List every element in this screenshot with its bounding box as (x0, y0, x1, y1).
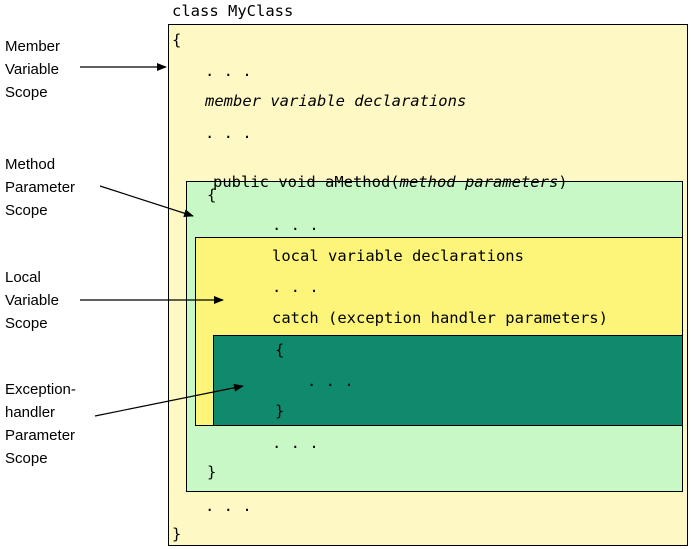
class-close-brace: } (172, 525, 182, 543)
method-parameter-scope-label: Method Parameter Scope (5, 156, 76, 219)
class-open-brace: { (172, 31, 182, 49)
class-ellipsis: . . . (205, 497, 252, 515)
method-signature-suffix: ) (558, 173, 568, 191)
method-signature-prefix: public void aMethod( (213, 173, 400, 191)
method-open-brace: { (207, 186, 217, 204)
member-ellipsis-1: . . . (205, 62, 252, 80)
local-variable-declarations: local variable declarations (272, 247, 524, 265)
method-ellipsis-1: . . . (272, 216, 319, 234)
exception-handler-scope-label: Exception- handler Parameter Scope (5, 381, 76, 467)
member-variable-scope-label: Member Variable Scope (5, 38, 61, 101)
catch-open-brace: { (275, 341, 285, 359)
catch-ellipsis: . . . (307, 372, 354, 390)
member-variable-declarations: member variable declarations (205, 92, 467, 110)
method-signature: public void aMethod(method parameters) (205, 156, 568, 192)
exception-handler-scope-box (213, 335, 683, 426)
catch-line: catch (exception handler parameters) (272, 309, 608, 327)
method-parameters: method parameters (399, 173, 559, 191)
method-close-brace: } (207, 463, 217, 481)
class-title: class MyClass (172, 2, 294, 20)
local-ellipsis: . . . (272, 278, 319, 296)
catch-close-brace: } (275, 402, 285, 420)
method-ellipsis-2: . . . (272, 434, 319, 452)
local-variable-scope-label: Local Variable Scope (5, 269, 59, 332)
member-ellipsis-2: . . . (205, 124, 252, 142)
